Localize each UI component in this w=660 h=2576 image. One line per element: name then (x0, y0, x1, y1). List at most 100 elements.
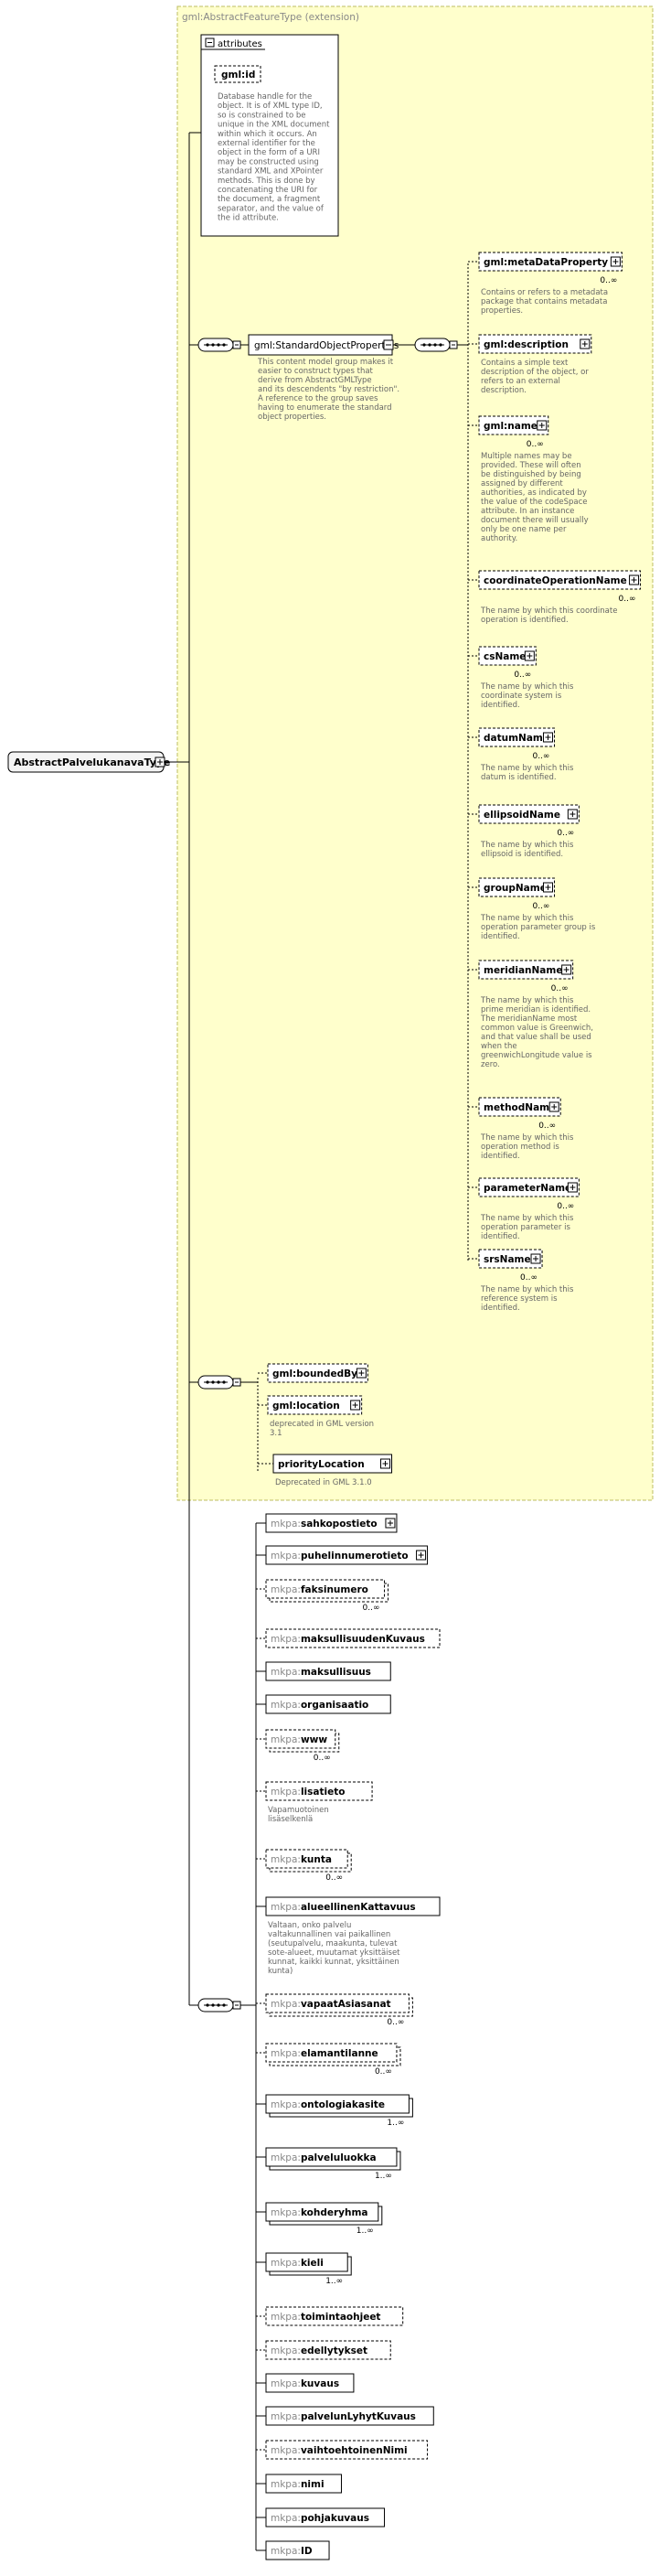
standard-object-properties-group[interactable]: gml:StandardObjectProperties (248, 334, 399, 356)
multiplicity: 0..∞ (557, 829, 574, 838)
sequence-compositor[interactable] (197, 338, 241, 352)
element-ID[interactable]: mkpa:ID (265, 2540, 330, 2560)
element-name: puhelinnumerotieto (301, 1551, 409, 1562)
namespace-prefix: mkpa: (271, 2312, 301, 2323)
element-name: edellytykset (301, 2345, 367, 2356)
element-kuvaus[interactable]: mkpa:kuvaus (265, 2373, 355, 2393)
element-sahkopostieto[interactable]: mkpa:sahkopostieto (265, 1513, 398, 1533)
element-name: kunta (301, 1854, 332, 1865)
element-name: priorityLocation (278, 1459, 365, 1470)
svg-text:mkpa:nimi: mkpa:nimi (271, 2479, 325, 2490)
svg-text:mkpa:maksullisuudenKuvaus: mkpa:maksullisuudenKuvaus (271, 1634, 425, 1645)
svg-text:meridianName: meridianName (484, 965, 562, 976)
element-name: kuvaus (301, 2378, 339, 2389)
element-name: gml:name (484, 421, 538, 432)
svg-text:mkpa:palveluluokka: mkpa:palveluluokka (271, 2152, 377, 2163)
multiplicity: 0..∞ (520, 1273, 538, 1283)
element-maksullisuudenKuvaus[interactable]: mkpa:maksullisuudenKuvaus (265, 1628, 441, 1648)
namespace-prefix: mkpa: (271, 2152, 301, 2163)
multiplicity: 1..∞ (325, 2277, 343, 2286)
element-organisaatio[interactable]: mkpa:organisaatio (265, 1694, 391, 1714)
root-type-node[interactable]: AbstractPalvelukanavaType (7, 751, 170, 773)
sequence-compositor[interactable] (414, 338, 458, 352)
element-name: faksinumero (301, 1584, 368, 1595)
element-toimintaohjeet[interactable]: mkpa:toimintaohjeet (265, 2306, 404, 2326)
element-name: nimi (301, 2479, 325, 2490)
element-pohjakuvaus[interactable]: mkpa:pohjakuvaus (265, 2507, 386, 2528)
sequence-compositor[interactable] (197, 1998, 241, 2012)
element-name: gml:metaDataProperty (484, 257, 608, 268)
multiplicity: 1..∞ (357, 2227, 374, 2236)
multiplicity: 0..∞ (619, 595, 636, 604)
svg-text:mkpa:faksinumero: mkpa:faksinumero (271, 1584, 368, 1595)
element-name: ellipsoidName (484, 810, 560, 821)
element-puhelinnumerotieto[interactable]: mkpa:puhelinnumerotieto (265, 1545, 429, 1565)
namespace-prefix: mkpa: (271, 1999, 301, 2010)
svg-text:parameterName: parameterName (484, 1183, 571, 1194)
element-name: organisaatio (301, 1700, 368, 1711)
element-maksullisuus[interactable]: mkpa:maksullisuus (265, 1661, 391, 1681)
connector-lines (164, 132, 479, 2551)
element-name: maksullisuudenKuvaus (301, 1634, 425, 1645)
svg-text:mkpa:puhelinnumerotieto: mkpa:puhelinnumerotieto (271, 1551, 409, 1562)
svg-text:mkpa:kuvaus: mkpa:kuvaus (271, 2378, 339, 2389)
element-edellytykset[interactable]: mkpa:edellytykset (265, 2340, 391, 2360)
element-palvelunLyhytKuvaus[interactable]: mkpa:palvelunLyhytKuvaus (265, 2406, 434, 2426)
svg-text:mkpa:elamantilanne: mkpa:elamantilanne (271, 2048, 378, 2059)
element-name: alueellinenKattavuus (301, 1902, 416, 1913)
svg-text:mkpa:alueellinenKattavuus: mkpa:alueellinenKattavuus (271, 1902, 416, 1913)
namespace-prefix: mkpa: (271, 2207, 301, 2218)
element-name: ontologiakasite (301, 2099, 385, 2110)
element-name: srsName (484, 1254, 531, 1265)
element-name: elamantilanne (301, 2048, 378, 2059)
sequence-compositor[interactable] (197, 1375, 241, 1390)
element-nimi[interactable]: mkpa:nimi (265, 2474, 342, 2494)
base-type-label: gml:AbstractFeatureType (extension) (182, 12, 359, 23)
namespace-prefix: mkpa: (271, 1551, 301, 1562)
namespace-prefix: mkpa: (271, 2513, 301, 2524)
namespace-prefix: mkpa: (271, 1787, 301, 1798)
element-name: vaihtoehtoinenNimi (301, 2445, 408, 2456)
element-name: meridianName (484, 965, 562, 976)
element-vaihtoehtoinenNimi[interactable]: mkpa:vaihtoehtoinenNimi (265, 2440, 429, 2460)
namespace-prefix: mkpa: (271, 1734, 301, 1745)
attribute-gml-id[interactable]: gml:id (214, 65, 261, 83)
multiplicity: 0..∞ (551, 984, 569, 993)
namespace-prefix: mkpa: (271, 2445, 301, 2456)
namespace-prefix: mkpa: (271, 1902, 301, 1913)
element-gml-boundedBy[interactable]: gml:boundedBy (267, 1363, 368, 1383)
